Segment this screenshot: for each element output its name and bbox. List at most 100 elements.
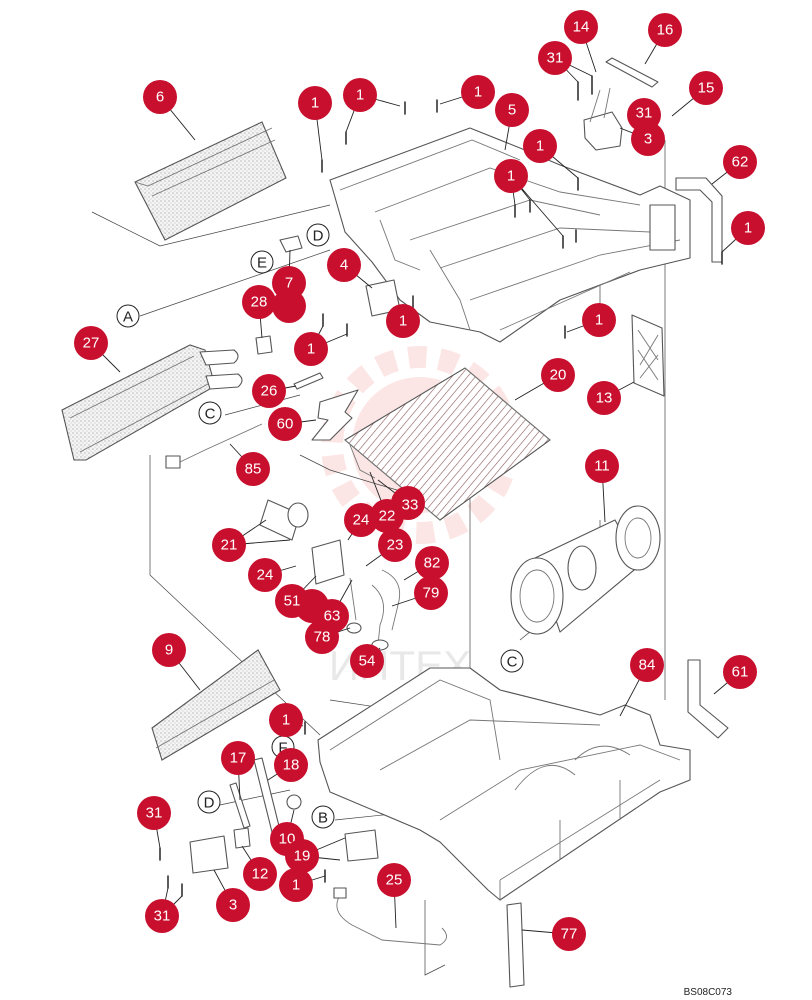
callout-label: 1: [507, 168, 515, 185]
callout-1: 1: [582, 303, 616, 337]
callout-85: 85: [236, 452, 270, 486]
cabin-filter-lower: [151, 649, 281, 761]
fitting-78: [346, 622, 362, 634]
callout-label: 25: [386, 872, 403, 889]
actuator-3-lower: [189, 835, 229, 874]
callout-17: 17: [221, 741, 255, 775]
callout-label: 62: [732, 154, 749, 171]
callout-label: 16: [657, 22, 674, 39]
callout-label: 26: [261, 383, 278, 400]
callout-12: 12: [243, 857, 277, 891]
view-letter-C-left: C: [198, 401, 222, 425]
callout-label: 31: [636, 105, 653, 122]
view-letter-D-upper: D: [306, 223, 330, 247]
view-letter: C: [507, 654, 518, 671]
callout-label: 19: [294, 848, 311, 865]
callout-label: 20: [550, 367, 567, 384]
callout-78: 78: [305, 620, 339, 654]
harness-85: [165, 423, 263, 469]
callout-54: 54: [350, 644, 384, 678]
callout-23: 23: [378, 528, 412, 562]
callout-label: 5: [508, 102, 516, 119]
callout-label: 3: [229, 897, 237, 914]
gasket-60: [311, 389, 359, 441]
callout-label: 31: [547, 50, 564, 67]
blower-motor: [510, 505, 661, 635]
rod-17: [229, 782, 251, 829]
callout-label: 7: [285, 275, 293, 292]
callout-label: 4: [340, 257, 348, 274]
callout-label: 78: [314, 629, 331, 646]
callout-24: 24: [248, 558, 282, 592]
callout-7: 7: [272, 266, 306, 300]
callout-label: 14: [573, 19, 590, 36]
callout-label: 17: [230, 750, 247, 767]
bracket-51: [311, 539, 345, 585]
view-letter: D: [204, 795, 215, 812]
callout-13: 13: [587, 381, 621, 415]
callout-22: 22: [370, 499, 404, 533]
callout-5: 5: [495, 93, 529, 127]
seal-strip-61: [687, 659, 729, 739]
callout-label: 1: [536, 138, 544, 155]
callout-label: 27: [83, 335, 100, 352]
callout-9: 9: [152, 633, 186, 667]
sensor-26: [293, 372, 324, 390]
callout-label: 21: [221, 537, 238, 554]
callout-label: 1: [292, 877, 300, 894]
callout-label: 54: [359, 653, 376, 670]
callout-label: 51: [284, 593, 301, 610]
knob-10: [286, 794, 302, 810]
callout-label: 24: [257, 567, 274, 584]
callout-1: 1: [343, 78, 377, 112]
callout-1: 1: [294, 332, 328, 366]
callout-label: 60: [277, 416, 294, 433]
clip-28: [255, 335, 273, 355]
callout-24: 24: [344, 503, 378, 537]
callout-label: 1: [311, 95, 319, 112]
callout-label: 3: [644, 131, 652, 148]
callout-label: 22: [379, 508, 396, 525]
clip-7: [279, 235, 303, 253]
callout-label: 15: [698, 80, 715, 97]
pipe-63: [349, 577, 357, 621]
callout-label: 85: [245, 461, 262, 478]
hose-79: [371, 584, 385, 646]
view-letter-D-lower: D: [197, 790, 221, 814]
callout-28: 28: [242, 285, 276, 319]
callout-61: 61: [723, 655, 757, 689]
callout-79: 79: [414, 576, 448, 610]
grille-13-louvers: [637, 329, 659, 381]
callout-77: 77: [552, 917, 586, 951]
callout-51: 51: [275, 584, 309, 618]
callout-1: 1: [386, 304, 420, 338]
view-letter-E: E: [250, 250, 274, 274]
callout-label: 1: [399, 313, 407, 330]
view-letter-B: B: [311, 805, 335, 829]
callout-3: 3: [631, 122, 665, 156]
harness-25: [333, 887, 447, 946]
view-letter: D: [313, 228, 324, 245]
callout-20: 20: [541, 358, 575, 392]
view-letter-A: A: [116, 304, 140, 328]
callout-62: 62: [723, 145, 757, 179]
callout-1: 1: [731, 211, 765, 245]
hose-82: [381, 569, 401, 631]
seal-strip-77: [506, 902, 525, 988]
callout-25: 25: [377, 863, 411, 897]
callout-31: 31: [538, 41, 572, 75]
callout-label: 13: [596, 390, 613, 407]
callout-21: 21: [212, 528, 246, 562]
callout-1: 1: [279, 868, 313, 902]
view-letter: A: [123, 309, 133, 326]
callout-label: 28: [251, 294, 268, 311]
callout-label: 9: [165, 642, 173, 659]
bracket-12: [233, 827, 251, 849]
callout-label: 1: [474, 84, 482, 101]
callout-label: 82: [424, 555, 441, 572]
callout-82: 82: [415, 546, 449, 580]
callout-label: 61: [732, 664, 749, 681]
callout-1: 1: [461, 75, 495, 109]
